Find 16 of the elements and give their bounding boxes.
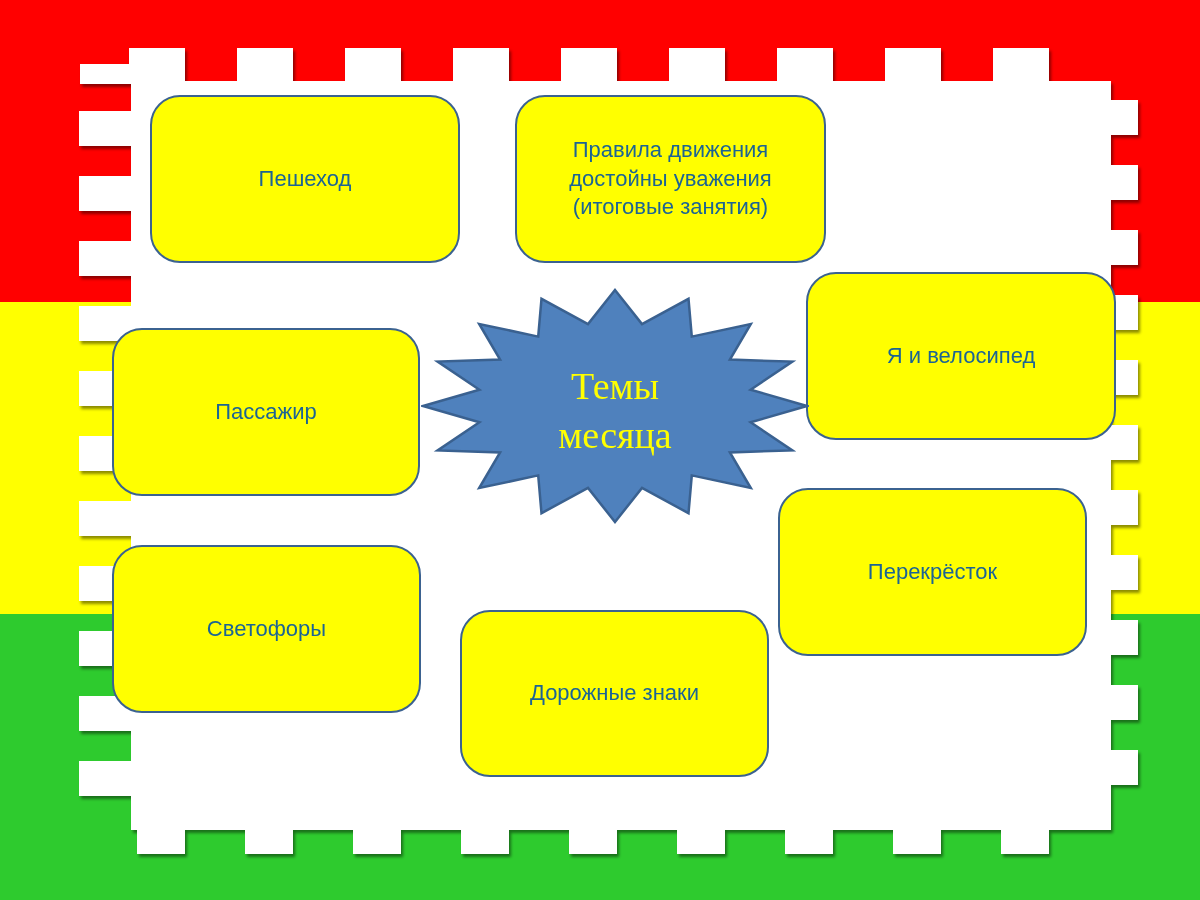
center-title: Темы месяца xyxy=(557,363,673,458)
topic-text: Светофоры xyxy=(206,614,327,643)
topic-card xyxy=(778,488,1087,656)
topic-text: Пешеход xyxy=(258,164,352,193)
topic-text: Перекрёсток xyxy=(867,557,998,586)
topic-card xyxy=(515,95,826,263)
topic-text: Я и велосипед xyxy=(886,341,1036,370)
topic-card xyxy=(150,95,460,263)
topic-text: Пассажир xyxy=(215,397,317,426)
topic-card xyxy=(112,328,420,496)
starburst xyxy=(421,288,809,524)
topic-text: Дорожные знаки xyxy=(530,679,699,708)
topic-card xyxy=(112,545,421,713)
topic-text: Правила движения достойны уважения (итоговые занятия) xyxy=(568,136,773,222)
topic-card xyxy=(806,272,1116,440)
topic-card xyxy=(460,610,769,777)
